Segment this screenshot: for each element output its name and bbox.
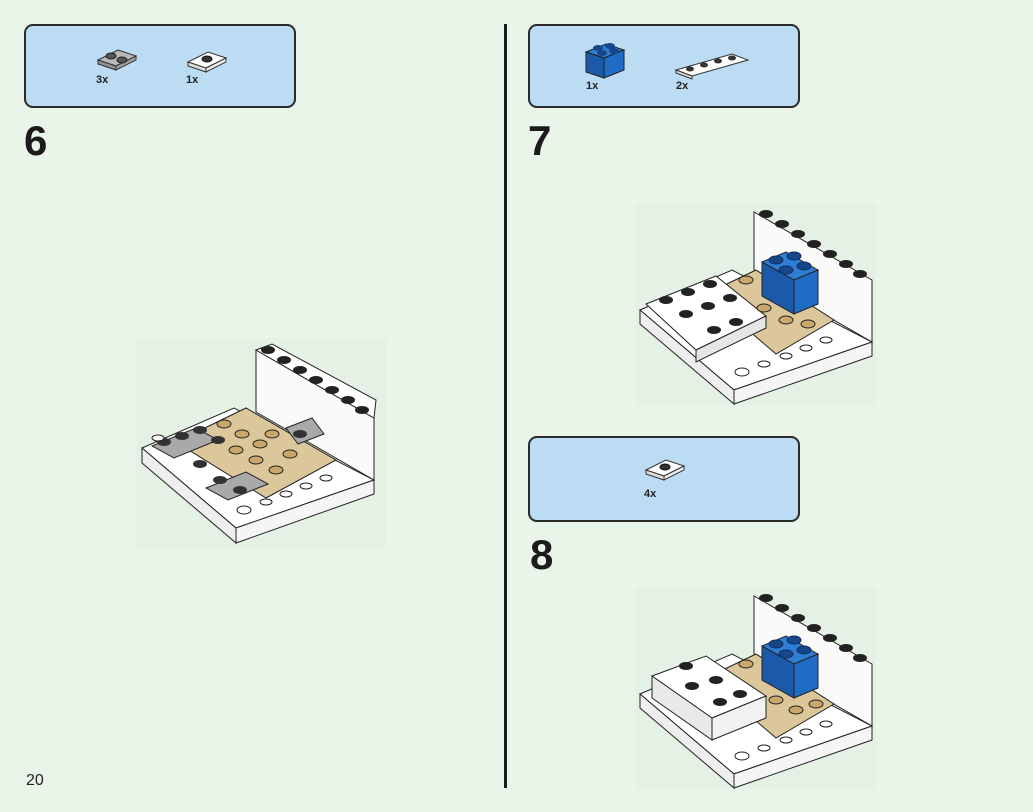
step-number-8: 8 [530,531,554,578]
model-step-8-illustration [636,588,876,790]
step-6-part-1-qty: 3x [96,74,109,86]
model-step-7-illustration [636,204,876,406]
step-8-part-1-qty: 4x [644,488,657,500]
step-6-part-2-qty: 1x [186,74,199,86]
gray-plate-1x2-icon [96,49,138,71]
step-number-7: 7 [528,117,552,164]
white-jumper-plate-icon [644,459,686,481]
page-number: 20 [26,772,44,789]
parts-callout-step-8: 4x [528,436,800,522]
step-7-part-2-qty: 2x [676,80,689,92]
white-jumper-plate-icon [186,51,228,73]
parts-callout-step-6: 3x 1x [24,24,296,108]
parts-callout-step-7: 1x 2x [528,24,800,108]
white-plate-1x4-icon [674,53,750,80]
step-number-6: 6 [24,117,48,164]
step-7-part-1-qty: 1x [586,80,599,92]
blue-brick-2x2-icon [584,43,626,79]
model-step-6-illustration [136,338,386,548]
page-column-divider [504,24,507,788]
